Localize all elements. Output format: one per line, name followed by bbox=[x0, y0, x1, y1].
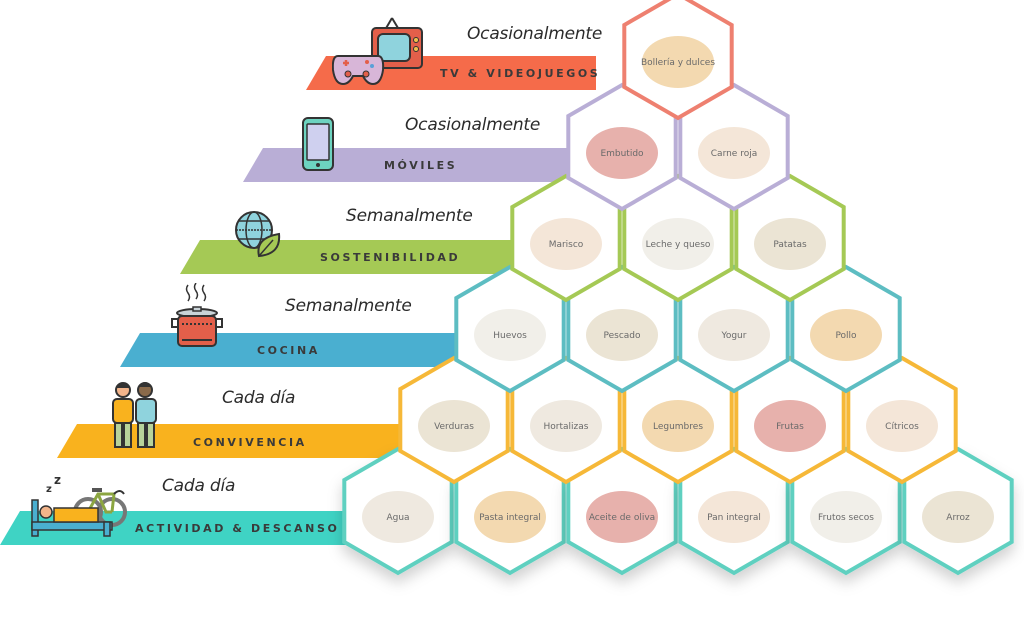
food-label: Hortalizas bbox=[544, 422, 589, 432]
food-label: Bollería y dulces bbox=[641, 58, 715, 68]
svg-text:z: z bbox=[46, 484, 52, 495]
food-label: Pollo bbox=[835, 331, 857, 341]
level-label: ACTIVIDAD & DESCANSO bbox=[135, 522, 340, 535]
food-image bbox=[586, 127, 658, 179]
food-label: Legumbres bbox=[653, 422, 703, 432]
food-label: Frutas bbox=[776, 422, 804, 432]
food-label: Yogur bbox=[721, 331, 747, 341]
food-label: Pan integral bbox=[707, 513, 761, 523]
food-image bbox=[418, 400, 490, 452]
food-image bbox=[474, 309, 546, 361]
food-hexagon: Bollería y dulces bbox=[622, 0, 734, 121]
food-image bbox=[810, 309, 882, 361]
food-image bbox=[586, 309, 658, 361]
level-label: TV & VIDEOJUEGOS bbox=[440, 67, 601, 80]
food-label: Frutos secos bbox=[818, 513, 874, 523]
food-label: Pasta integral bbox=[479, 513, 541, 523]
food-image bbox=[530, 400, 602, 452]
frequency-label: Cada día bbox=[162, 476, 236, 496]
food-hexagon: Frutos secos bbox=[790, 446, 902, 576]
level-label: COCINA bbox=[257, 344, 320, 357]
food-label: Aceite de oliva bbox=[589, 513, 655, 523]
food-image bbox=[810, 491, 882, 543]
food-image bbox=[530, 218, 602, 270]
frequency-label: Ocasionalmente bbox=[405, 115, 541, 135]
food-hexagon: Patatas bbox=[734, 173, 846, 303]
food-label: Embutido bbox=[600, 149, 644, 159]
food-label: Marisco bbox=[549, 240, 584, 250]
level-label: SOSTENIBILIDAD bbox=[320, 251, 461, 264]
frequency-label: Semanalmente bbox=[346, 206, 473, 226]
food-image bbox=[642, 400, 714, 452]
food-label: Pescado bbox=[603, 331, 641, 341]
food-label: Carne roja bbox=[711, 149, 757, 159]
tv-gamepad-icon bbox=[332, 17, 423, 86]
cooking-pot-icon bbox=[171, 283, 223, 347]
food-image bbox=[642, 36, 714, 88]
food-label: Verduras bbox=[434, 422, 474, 432]
food-image bbox=[698, 127, 770, 179]
food-image bbox=[586, 491, 658, 543]
svg-text:z: z bbox=[54, 474, 61, 487]
food-label: Leche y queso bbox=[646, 240, 711, 250]
frequency-label: Ocasionalmente bbox=[467, 24, 603, 44]
food-image bbox=[642, 218, 714, 270]
level-label: MÓVILES bbox=[384, 159, 458, 172]
food-label: Huevos bbox=[493, 331, 527, 341]
food-image bbox=[474, 491, 546, 543]
food-image bbox=[362, 491, 434, 543]
food-image bbox=[922, 491, 994, 543]
globe-leaf-icon bbox=[235, 211, 281, 258]
two-people-icon bbox=[112, 382, 157, 448]
food-hexagon: Leche y queso bbox=[622, 173, 734, 303]
smartphone-icon bbox=[302, 117, 334, 171]
food-label: Patatas bbox=[773, 240, 807, 250]
food-image bbox=[754, 400, 826, 452]
frequency-label: Semanalmente bbox=[285, 296, 412, 316]
food-image bbox=[698, 309, 770, 361]
food-hexagon: Arroz bbox=[902, 446, 1014, 576]
food-label: Arroz bbox=[946, 513, 970, 523]
food-label: Agua bbox=[386, 513, 409, 523]
food-hexagon: Pan integral bbox=[678, 446, 790, 576]
food-hexagon: Pescado bbox=[566, 264, 678, 394]
bed-bicycle-icon: z z bbox=[31, 474, 127, 537]
food-label: Cítricos bbox=[885, 422, 919, 432]
frequency-label: Cada día bbox=[222, 388, 296, 408]
level-label: CONVIVENCIA bbox=[193, 436, 307, 449]
food-image bbox=[698, 491, 770, 543]
food-image bbox=[866, 400, 938, 452]
food-hexagon: Marisco bbox=[510, 173, 622, 303]
food-image bbox=[754, 218, 826, 270]
food-hexagon: Yogur bbox=[678, 264, 790, 394]
